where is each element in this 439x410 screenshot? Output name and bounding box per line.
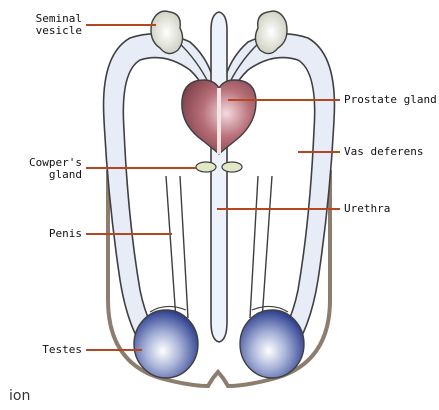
label-penis: Penis — [20, 228, 82, 240]
label-testes: Testes — [20, 344, 82, 356]
penis-shaft-right-inner — [250, 176, 258, 318]
urethra-tube — [211, 12, 227, 342]
footer-text: ion — [9, 388, 30, 404]
penis-shaft-left-outer — [166, 176, 176, 320]
penis-shaft-right-outer — [262, 176, 272, 320]
testis-left — [134, 310, 198, 378]
label-urethra: Urethra — [344, 203, 390, 215]
cowpers-gland-right — [222, 162, 242, 172]
testis-right — [240, 310, 304, 378]
label-prostate-gland: Prostate gland — [344, 94, 437, 106]
cowpers-gland-left — [196, 162, 216, 172]
penis-shaft-left-inner — [180, 176, 188, 318]
label-vas-deferens: Vas deferens — [344, 146, 423, 158]
